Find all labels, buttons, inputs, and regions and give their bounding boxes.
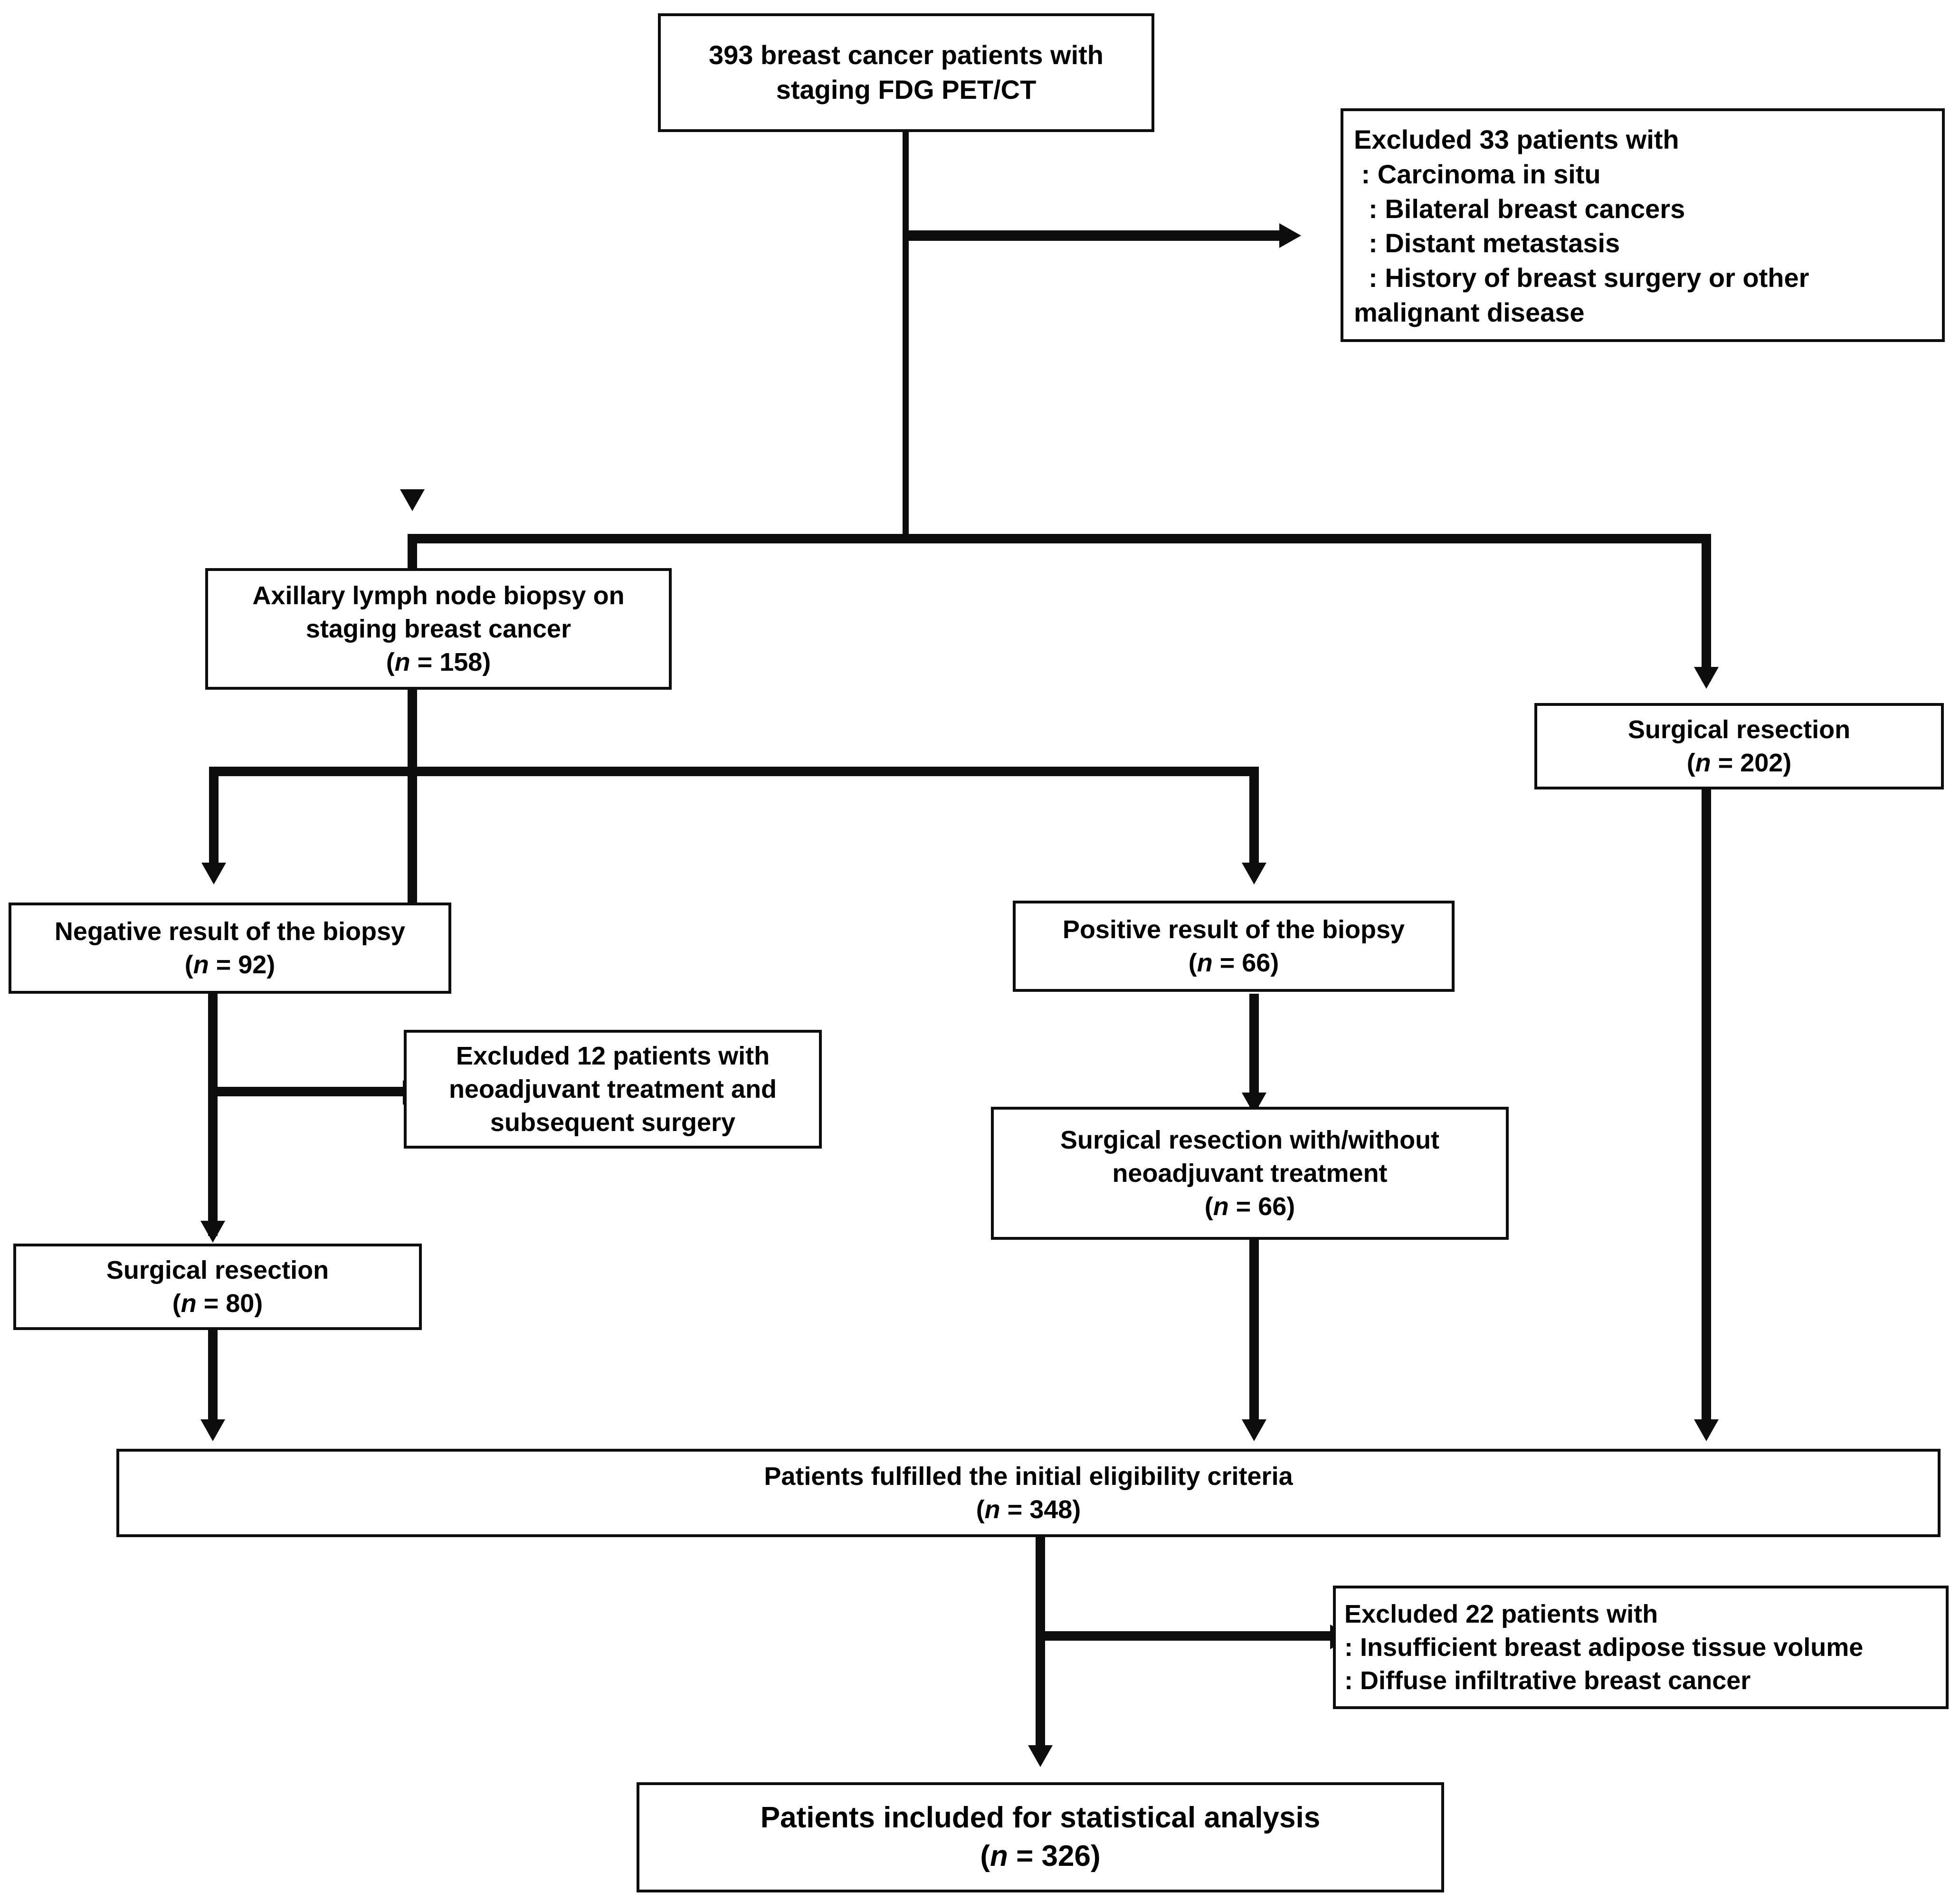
n-italic: n: [1695, 749, 1711, 777]
connector-split-bar-2: [209, 767, 1259, 776]
connector-excluded33-line: [909, 230, 1279, 241]
arrow-axillary-biopsy: [400, 489, 425, 511]
excluded33-line3: : Bilateral breast cancers: [1354, 193, 1685, 224]
node-axillary-biopsy[interactable]: Axillary lymph node biopsy on staging br…: [205, 568, 672, 690]
excluded22-line2: : Insufficient breast adipose tissue vol…: [1344, 1633, 1864, 1662]
node-top-cohort[interactable]: 393 breast cancer patients with staging …: [658, 13, 1154, 132]
excluded33-line4: : Distant metastasis: [1354, 228, 1620, 258]
connector-split2-right: [1249, 767, 1259, 876]
excluded12-line3: subsequent surgery: [490, 1108, 736, 1137]
n-italic: n: [193, 950, 209, 979]
positive-count: (n = 66): [1022, 946, 1445, 979]
res202-count: (n = 202): [1544, 746, 1934, 779]
res202-line1: Surgical resection: [1627, 715, 1851, 744]
n-value: = 348): [1000, 1495, 1081, 1524]
n-value: = 202): [1711, 749, 1792, 777]
paren-open: (: [980, 1840, 990, 1872]
res66-line1: Surgical resection with/without: [1060, 1125, 1440, 1154]
included-line1: Patients included for statistical analys…: [760, 1801, 1321, 1834]
axillary-line1: Axillary lymph node biopsy on: [252, 581, 625, 610]
eligible-line1: Patients fulfilled the initial eligibili…: [764, 1462, 1293, 1491]
negative-count: (n = 92): [18, 948, 442, 981]
excluded33-line2: : Carcinoma in situ: [1354, 159, 1601, 189]
res66-count: (n = 66): [1000, 1190, 1499, 1223]
node-negative-biopsy[interactable]: Negative result of the biopsy (n = 92): [9, 903, 451, 994]
axillary-count: (n = 158): [215, 646, 662, 679]
arrow-surgical-resection-80: [200, 1221, 225, 1243]
excluded12-line2: neoadjuvant treatment and: [448, 1074, 777, 1103]
n-italic: n: [984, 1495, 1000, 1524]
n-value: = 80): [196, 1289, 263, 1318]
top-cohort-line2: staging FDG PET/CT: [776, 75, 1037, 105]
n-italic: n: [990, 1840, 1008, 1872]
excluded22-line1: Excluded 22 patients with: [1344, 1599, 1658, 1628]
connector-axillary-down: [408, 690, 415, 780]
connector-split2-left: [209, 767, 219, 876]
negative-line1: Negative result of the biopsy: [54, 917, 406, 946]
axillary-line2: staging breast cancer: [305, 614, 571, 643]
paren-open: (: [184, 950, 193, 979]
eligible-count: (n = 348): [126, 1493, 1931, 1526]
excluded33-line6: malignant disease: [1354, 297, 1585, 327]
connector-eligible-to-included: [1036, 1537, 1045, 1756]
paren-open: (: [386, 648, 395, 677]
included-count: (n = 326): [646, 1837, 1435, 1876]
connector-excluded22-line: [1045, 1631, 1330, 1641]
connector-trunk-top: [903, 129, 909, 541]
n-italic: n: [181, 1289, 197, 1318]
paren-open: (: [172, 1289, 181, 1318]
node-excluded-33[interactable]: Excluded 33 patients with : Carcinoma in…: [1341, 108, 1945, 342]
paren-open: (: [1204, 1192, 1213, 1221]
node-positive-biopsy[interactable]: Positive result of the biopsy (n = 66): [1013, 901, 1455, 992]
excluded22-line3: : Diffuse infiltrative breast cancer: [1344, 1666, 1751, 1695]
top-cohort-line1: 393 breast cancer patients with: [708, 40, 1104, 70]
connector-res80-to-eligible: [208, 1330, 218, 1430]
node-excluded-12[interactable]: Excluded 12 patients with neoadjuvant tr…: [404, 1030, 822, 1149]
node-excluded-22[interactable]: Excluded 22 patients with : Insufficient…: [1333, 1586, 1949, 1709]
paren-open: (: [976, 1495, 985, 1524]
arrow-res202-eligible: [1694, 1419, 1719, 1441]
res66-line2: neoadjuvant treatment: [1112, 1159, 1388, 1188]
n-italic: n: [394, 648, 410, 677]
arrow-negative-biopsy: [201, 863, 226, 884]
res80-count: (n = 80): [23, 1287, 412, 1320]
paren-open: (: [1188, 949, 1197, 977]
excluded33-line5: : History of breast surgery or other: [1354, 263, 1809, 293]
arrow-surgical-resection-202: [1694, 667, 1719, 689]
paren-open: (: [1686, 749, 1695, 777]
n-italic: n: [1197, 949, 1213, 977]
node-surgical-resection-80[interactable]: Surgical resection (n = 80): [13, 1244, 422, 1330]
node-surgical-resection-202[interactable]: Surgical resection (n = 202): [1534, 703, 1944, 789]
positive-line1: Positive result of the biopsy: [1062, 915, 1405, 944]
arrow-excluded33: [1279, 223, 1301, 248]
connector-negative-down: [208, 994, 218, 1236]
res80-line1: Surgical resection: [106, 1255, 329, 1284]
node-included-326[interactable]: Patients included for statistical analys…: [637, 1782, 1444, 1892]
connector-positive-down: [1249, 994, 1259, 1108]
connector-res66-to-eligible: [1249, 1240, 1259, 1430]
n-value: = 326): [1008, 1840, 1101, 1872]
connector-split-bar-1: [408, 534, 1711, 543]
n-value: = 158): [410, 648, 491, 677]
connector-excluded12-line: [218, 1087, 403, 1096]
arrow-res80-eligible: [200, 1419, 225, 1441]
n-value: = 92): [209, 950, 276, 979]
n-value: = 66): [1228, 1192, 1295, 1221]
n-value: = 66): [1212, 949, 1279, 977]
excluded12-line1: Excluded 12 patients with: [456, 1041, 770, 1070]
node-eligible-348[interactable]: Patients fulfilled the initial eligibili…: [116, 1449, 1941, 1537]
n-italic: n: [1213, 1192, 1229, 1221]
node-resection-neoadjuvant-66[interactable]: Surgical resection with/without neoadjuv…: [991, 1107, 1509, 1240]
connector-res202-to-eligible: [1702, 789, 1711, 1430]
arrow-included-326: [1028, 1745, 1053, 1767]
arrow-res66-eligible: [1242, 1419, 1266, 1441]
connector-split1-right: [1702, 534, 1711, 681]
excluded33-line1: Excluded 33 patients with: [1354, 124, 1679, 154]
arrow-positive-biopsy: [1242, 863, 1266, 884]
